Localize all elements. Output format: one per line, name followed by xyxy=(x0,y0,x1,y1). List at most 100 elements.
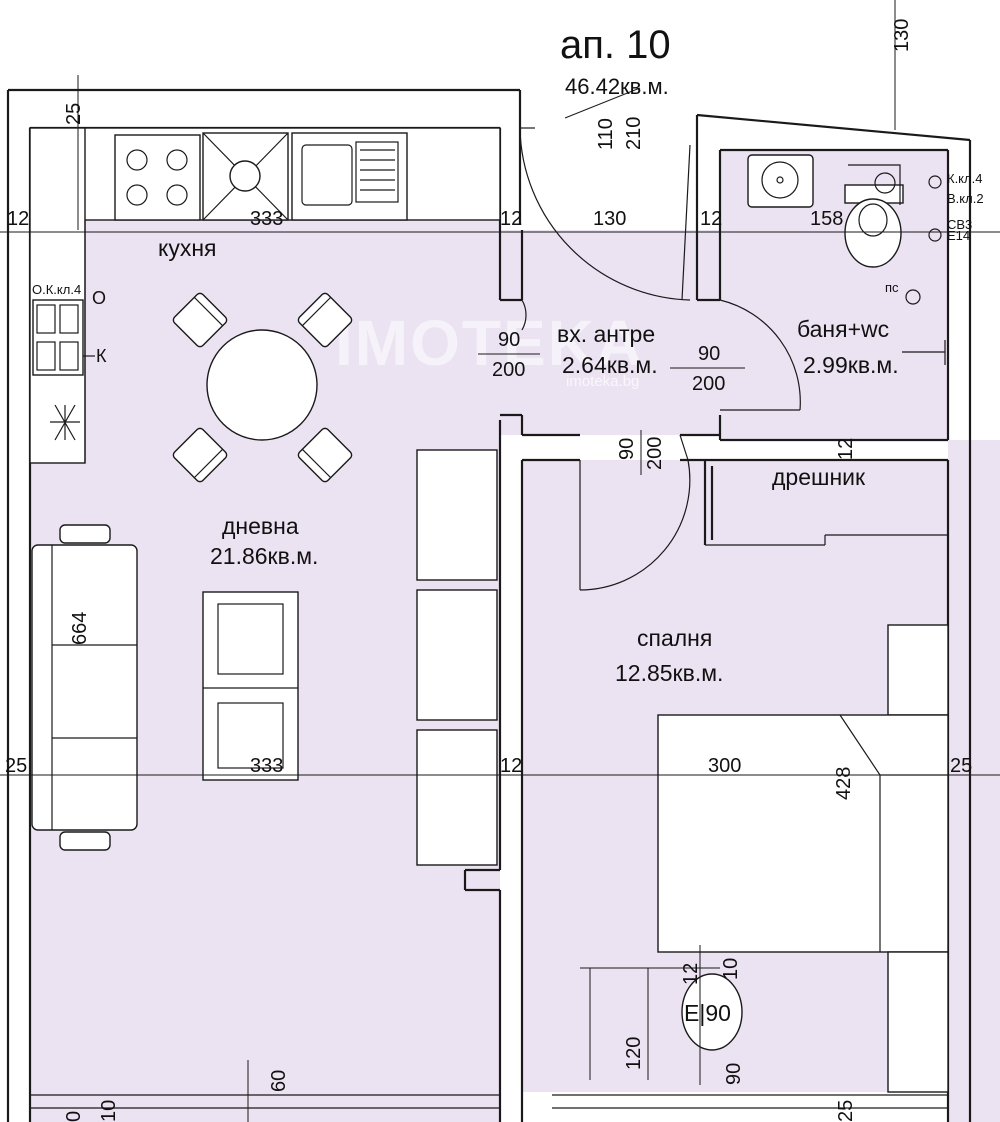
apartment-number: ап. 10 xyxy=(560,23,671,67)
living-furniture xyxy=(31,449,498,866)
bed xyxy=(657,714,949,953)
bedroom-door-swing xyxy=(579,459,691,591)
bath-fixture xyxy=(928,228,942,242)
room-living-area: 21.86кв.м. xyxy=(210,543,318,569)
washbasin xyxy=(747,154,814,208)
dim-130-top: 130 xyxy=(891,19,913,52)
panel-box xyxy=(32,299,84,376)
dining-chair xyxy=(297,292,353,348)
dim-12-left: 12 xyxy=(7,208,29,230)
dim-428: 428 xyxy=(833,767,855,800)
dim-12-mid2: 12 xyxy=(700,208,722,230)
dim-664: 664 xyxy=(69,612,91,645)
sofa xyxy=(31,544,138,831)
sofa-arm xyxy=(59,831,111,851)
entry-door-width: 110 xyxy=(595,118,617,150)
entry-door-height: 210 xyxy=(623,117,645,150)
panel-k-label: К xyxy=(96,346,107,366)
hall-door-width: 90 xyxy=(498,329,520,351)
dim-60: 60 xyxy=(268,1070,290,1092)
window-marker xyxy=(681,973,743,1051)
nightstand xyxy=(887,624,949,716)
room-bedroom-name: спалня xyxy=(637,625,712,651)
cooktop-burner xyxy=(166,149,188,171)
dim-90-window: 90 xyxy=(723,1063,745,1085)
dim-25-top: 25 xyxy=(63,103,85,125)
dim-120: 120 xyxy=(623,1037,645,1070)
cabinet xyxy=(416,449,498,581)
apartment-total-area: 46.42кв.м. xyxy=(565,74,669,99)
dim-12-window: 12 xyxy=(680,963,702,985)
dim-25-bottom: 25 xyxy=(835,1100,857,1122)
dim-12-mid: 12 xyxy=(500,208,522,230)
dim-12-closet: 12 xyxy=(835,438,857,460)
window-label: Е|90 xyxy=(684,1000,731,1026)
sofa-arm xyxy=(59,524,111,544)
dim-25-left: 25 xyxy=(5,755,27,777)
bath-b-label: В.кл.2 xyxy=(947,191,984,206)
doors xyxy=(519,127,801,591)
nightstand xyxy=(887,951,949,1093)
cooktop-burner xyxy=(166,184,188,206)
sink-drainboard xyxy=(360,149,395,191)
entry-door-swing xyxy=(519,127,691,301)
bath-door-swing xyxy=(719,299,801,411)
counter-side xyxy=(29,127,86,464)
room-hall-name: вх. антре xyxy=(557,321,655,347)
watermark-site: imoteka.bg xyxy=(566,373,639,390)
bedroom-door-width: 90 xyxy=(616,438,638,460)
panel-label: О.К.кл.4 xyxy=(32,282,81,297)
sink xyxy=(291,132,408,221)
bath-k-label: К.кл.4 xyxy=(947,171,982,186)
dim-25-right: 25 xyxy=(950,755,972,777)
room-living-name: дневна xyxy=(222,513,299,539)
drain xyxy=(905,289,921,305)
bedroom-door-height: 200 xyxy=(644,437,666,470)
cooktop-burner xyxy=(126,149,148,171)
toilet-bowl xyxy=(844,198,902,268)
dim-333-top: 333 xyxy=(250,208,283,230)
bath-cb-label: СВ3 xyxy=(947,217,972,232)
room-bath-name: баня+wc xyxy=(797,316,889,342)
panel-o-label: О xyxy=(92,288,106,308)
dining-chair xyxy=(172,427,228,483)
dim-10-bottom: 10 xyxy=(98,1100,120,1122)
room-bedroom-area: 12.85кв.м. xyxy=(615,660,723,686)
dim-10-window: 10 xyxy=(720,958,742,980)
cooktop xyxy=(114,134,201,221)
bath-door-height: 200 xyxy=(692,373,725,395)
coffee-table xyxy=(202,591,299,781)
room-closet-name: дрешник xyxy=(772,464,866,490)
hall-door-swing xyxy=(521,299,527,331)
room-fills xyxy=(30,128,1000,1122)
watermark-logo: IMOTEKA xyxy=(335,307,644,379)
dining-set xyxy=(172,292,353,483)
dim-130-mid: 130 xyxy=(593,208,626,230)
dim-12-bottom: 12 xyxy=(500,755,522,777)
kitchen-counter: О.К.кл.4 О К xyxy=(29,127,501,464)
dining-table xyxy=(206,329,318,441)
cooktop-burner xyxy=(126,184,148,206)
bath-fixture xyxy=(874,172,896,194)
bath-e-label: Е14 xyxy=(947,228,970,243)
cabinet xyxy=(416,589,498,721)
dim-0-left: 0 xyxy=(63,1111,85,1122)
bath-ps-label: пс xyxy=(885,280,899,295)
room-kitchen-name: кухня xyxy=(158,235,216,261)
dim-333-bottom: 333 xyxy=(250,755,283,777)
bath-fixture xyxy=(928,175,942,189)
dining-chair xyxy=(297,427,353,483)
bedroom-right-fill xyxy=(948,440,1000,1122)
cabinet xyxy=(416,729,498,866)
room-bath-area: 2.99кв.м. xyxy=(803,352,899,378)
dining-chair xyxy=(172,292,228,348)
dim-158: 158 xyxy=(810,208,843,230)
hall-door-height: 200 xyxy=(492,359,525,381)
bath-door-width: 90 xyxy=(698,343,720,365)
room-hall-area: 2.64кв.м. xyxy=(562,352,658,378)
bath-fixtures: К.кл.4 В.кл.2 СВ3 Е14 пс xyxy=(747,154,984,365)
dim-300: 300 xyxy=(708,755,741,777)
window-callout: Е|90 xyxy=(681,973,743,1051)
